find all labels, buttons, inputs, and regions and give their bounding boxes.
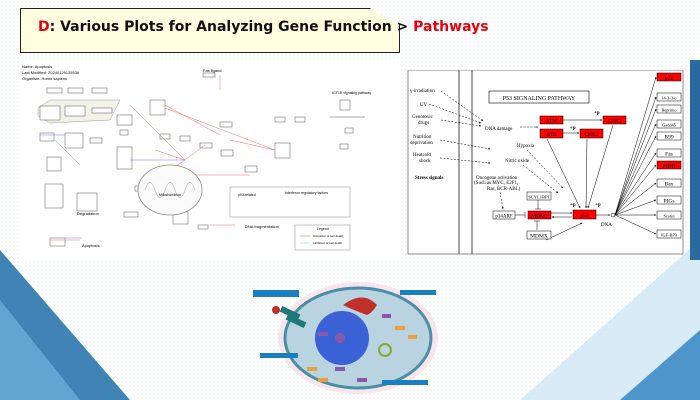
stress-heatcold: Heatcold [413, 153, 432, 158]
target-arrow [614, 123, 657, 216]
stress-genotoxic: Genotoxic [412, 115, 434, 120]
legend-activation: Activation of cell death [313, 234, 343, 238]
degradation-label: Degradation [77, 211, 99, 216]
target-arrow [614, 135, 657, 216]
target-node-label[interactable]: PIDD [663, 163, 676, 169]
title-main: : Various Plots for Analyzing Gene Funct… [49, 19, 414, 35]
irf-label: Interferon regulatory factors [285, 191, 328, 195]
target-node-box[interactable] [656, 131, 682, 141]
target-node-label[interactable]: IGF-BP3 [661, 232, 677, 237]
target-arrow [614, 96, 657, 216]
cell-apoptosis-illustration [253, 282, 438, 394]
nitric-oxide-label: Nitric oxide [505, 159, 530, 164]
stress-shock: shock [419, 159, 431, 164]
node-p14arf[interactable]: p14ARF [495, 215, 512, 220]
stress-uv: UV [420, 103, 428, 108]
target-node-label[interactable]: Gadd45 [662, 122, 676, 127]
oncogene-line1: Oncogene activation [476, 176, 518, 181]
slide-title: D: Various Plots for Analyzing Gene Func… [38, 19, 489, 35]
apoptosis-label: Apoptosis [82, 243, 100, 248]
node-atm[interactable]: ATM [546, 119, 558, 125]
target-node-label[interactable]: Fas [665, 151, 673, 157]
pathway-modified: Last Modified: 20240129135536 [22, 70, 80, 75]
target-node-box[interactable] [656, 210, 682, 220]
pathway-name: Name: Apoptosis [22, 64, 52, 69]
target-node-box[interactable] [656, 119, 682, 129]
title-highlight: Pathways [413, 19, 489, 35]
plus-p-label: +p [570, 203, 576, 208]
target-arrow [614, 76, 657, 216]
stress-gamma: γ-irradiation [410, 89, 435, 94]
target-arrow [614, 214, 657, 235]
target-node-label[interactable]: Bax [665, 181, 674, 187]
stress-nutrition: Nutrition [413, 135, 432, 140]
target-node-label[interactable]: p21 [665, 75, 674, 81]
stress-signals-label: Stress signals [415, 176, 443, 181]
node-mdmx[interactable]: MDMX [530, 234, 548, 240]
target-node-box[interactable] [656, 72, 682, 82]
node-scyl1bp1[interactable]: SCYL1BP1 [528, 195, 550, 200]
target-arrow [614, 152, 657, 216]
oncogene-line3: Ras, BCR-ABL) [487, 187, 521, 192]
target-arrow [614, 182, 657, 216]
target-node-box[interactable] [656, 148, 682, 158]
target-node-box[interactable] [656, 104, 682, 114]
target-node-label[interactable]: PIGs [663, 198, 674, 204]
p53-signaling-pathway-diagram: γ-irradiation UV Genotoxic drugs Nutriti… [407, 70, 684, 255]
slide-title-box [20, 8, 400, 53]
target-node-box[interactable] [656, 178, 682, 188]
target-node-label[interactable]: Scotin [664, 213, 676, 218]
oncogene-line2: (Such as MYC, E2F1, [474, 181, 518, 186]
stress-drugs: drugs [418, 121, 429, 126]
dna-damage-label: DNA damage [485, 127, 513, 132]
target-node-box[interactable] [656, 229, 682, 239]
pathway-organism: Organism: Homo sapiens [22, 76, 67, 81]
plus-p-label: +p [594, 111, 600, 116]
target-arrow [614, 108, 657, 216]
legend-inhibition: Inhibition of cell death [313, 241, 342, 245]
node-chk1[interactable]: CHK1 [584, 132, 599, 138]
p53-related-label: p53-related [238, 193, 256, 197]
hypoxia-label: Hypoxia [517, 144, 535, 149]
target-node-box[interactable] [656, 92, 682, 102]
target-node-label[interactable]: Reprimo [661, 107, 676, 112]
p53-pathway-title: P53 SIGNALING PATHWAY [503, 96, 576, 102]
title-letter: D [38, 19, 50, 35]
node-atr[interactable]: ATR [546, 132, 557, 138]
target-node-label[interactable]: B99 [664, 134, 673, 140]
igf-label: IGF1R signaling pathway [332, 91, 371, 95]
target-node-box[interactable] [656, 195, 682, 205]
plus-p-label: +p [595, 203, 601, 208]
dna-fragmentation-label: DNA fragmentation [245, 224, 279, 229]
target-arrow [614, 199, 657, 216]
node-mdm2[interactable]: MDM2 [531, 214, 548, 220]
target-node-label[interactable]: 14-3-3-σ [661, 95, 677, 100]
stress-deprivation: deprivation [410, 141, 433, 146]
node-chk2[interactable]: CHK2 [607, 119, 622, 125]
target-arrow [614, 164, 657, 216]
target-node-box[interactable] [656, 160, 682, 170]
plus-p-label: +p [570, 126, 576, 131]
dna-label: DNA [601, 223, 612, 228]
node-p53[interactable]: p53 [580, 213, 589, 219]
mitochondrion-label: Mitochondrion [159, 193, 181, 197]
apoptosis-pathway-diagram: Name: Apoptosis Last Modified: 202401291… [20, 60, 400, 260]
fas-ligand-label: Fas ligand [203, 68, 221, 73]
legend-title: Legend [317, 227, 329, 231]
